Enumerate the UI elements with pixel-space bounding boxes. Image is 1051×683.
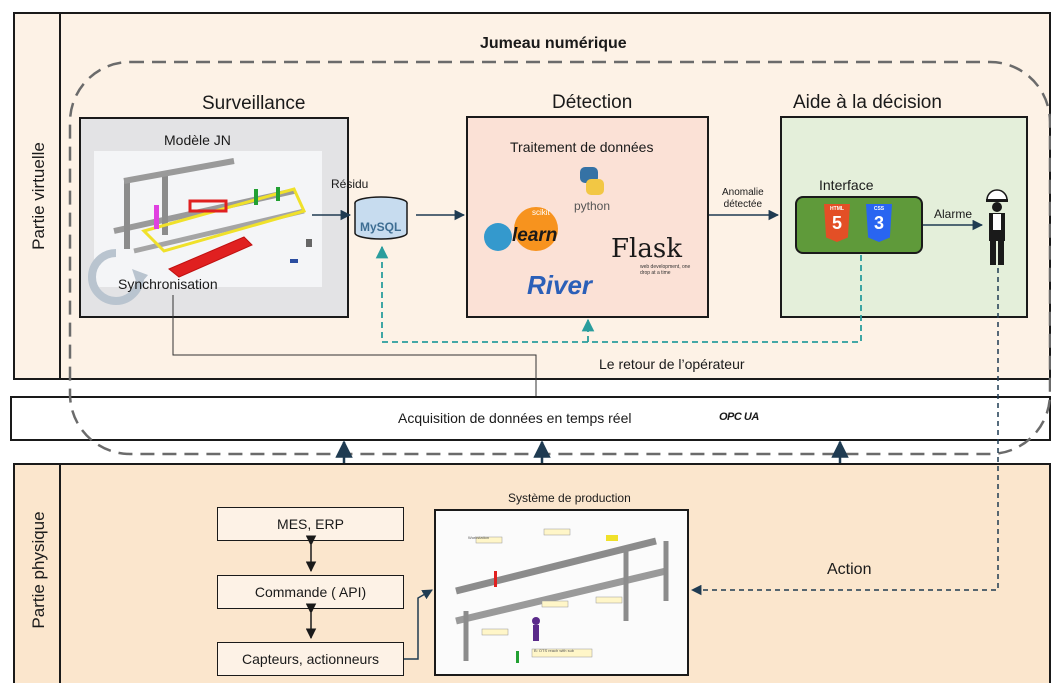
mes-erp-box: MES, ERP [217,507,404,541]
flask-logo: Flask [611,234,682,264]
twin-model-label: Modèle JN [164,132,231,148]
anomaly-label-line1: Anomalie [722,187,764,198]
command-api-label: Commande ( API) [254,584,367,600]
production-line-3d [455,528,669,663]
data-processing-label: Traitement de données [510,139,654,155]
sklearn-small-text: scikit [532,208,550,217]
production-legend-tag: B: OTS reach with sub [534,648,575,653]
operator-icon [986,189,1008,265]
digital-twin-title: Jumeau numérique [480,35,627,52]
interface-label: Interface [819,177,874,193]
flask-tagline: web development, one drop at a time [640,264,691,276]
sync-icon [88,249,148,305]
sync-connector [172,295,537,396]
sklearn-logo-icon [484,207,558,251]
digital-twin-boundary [68,60,1051,456]
action-arrow [690,268,999,596]
residual-label: Résidu [331,177,369,191]
production-system-image: Workstation B: OTS reach with sub [434,509,689,676]
anomaly-label: Anomalie détectée [722,187,764,211]
surveillance-title: Surveillance [202,93,306,114]
mes-erp-label: MES, ERP [277,516,344,532]
interface-box [795,196,923,254]
production-system-title: Système de production [508,491,631,505]
html5-icon [824,204,850,242]
sensors-actuators-box: Capteurs, actionneurs [217,642,404,676]
sync-label: Synchronisation [118,276,218,292]
html5-number: 5 [831,213,842,233]
twin-model-image [94,151,322,287]
css3-label: CSS [873,206,885,212]
physical-part-label-column: Partie physique [13,463,61,683]
sensors-to-production-arrow [404,589,433,660]
sklearn-logo-text: learn [512,225,558,246]
acquisition-label: Acquisition de données en temps réel [398,410,632,426]
river-logo: River [527,270,593,300]
production-workstation-tag: Workstation [468,535,490,540]
html5-label: HTML [830,206,844,212]
detection-title: Détection [552,92,633,113]
decision-title: Aide à la décision [793,92,942,113]
command-api-box: Commande ( API) [217,575,404,609]
feedback-loop-line [375,245,862,343]
css3-icon [866,204,892,242]
virtual-part-label-column: Partie virtuelle [13,12,61,380]
action-label: Action [827,561,872,578]
mysql-logo: MySQL [360,220,402,234]
detection-panel [466,116,709,318]
python-logo-text: python [574,199,611,213]
alarm-label: Alarme [934,207,973,221]
opcua-logo: OPC UA [719,411,759,423]
acquisition-band [10,396,1051,441]
factory-3d-model [113,158,312,278]
mysql-db-icon [354,196,408,240]
anomaly-label-line2: détectée [723,199,763,210]
python-logo-icon [580,167,604,195]
sensors-actuators-label: Capteurs, actionneurs [242,651,379,667]
css3-number: 3 [873,213,884,233]
operator-feedback-label: Le retour de l’opérateur [599,356,745,372]
